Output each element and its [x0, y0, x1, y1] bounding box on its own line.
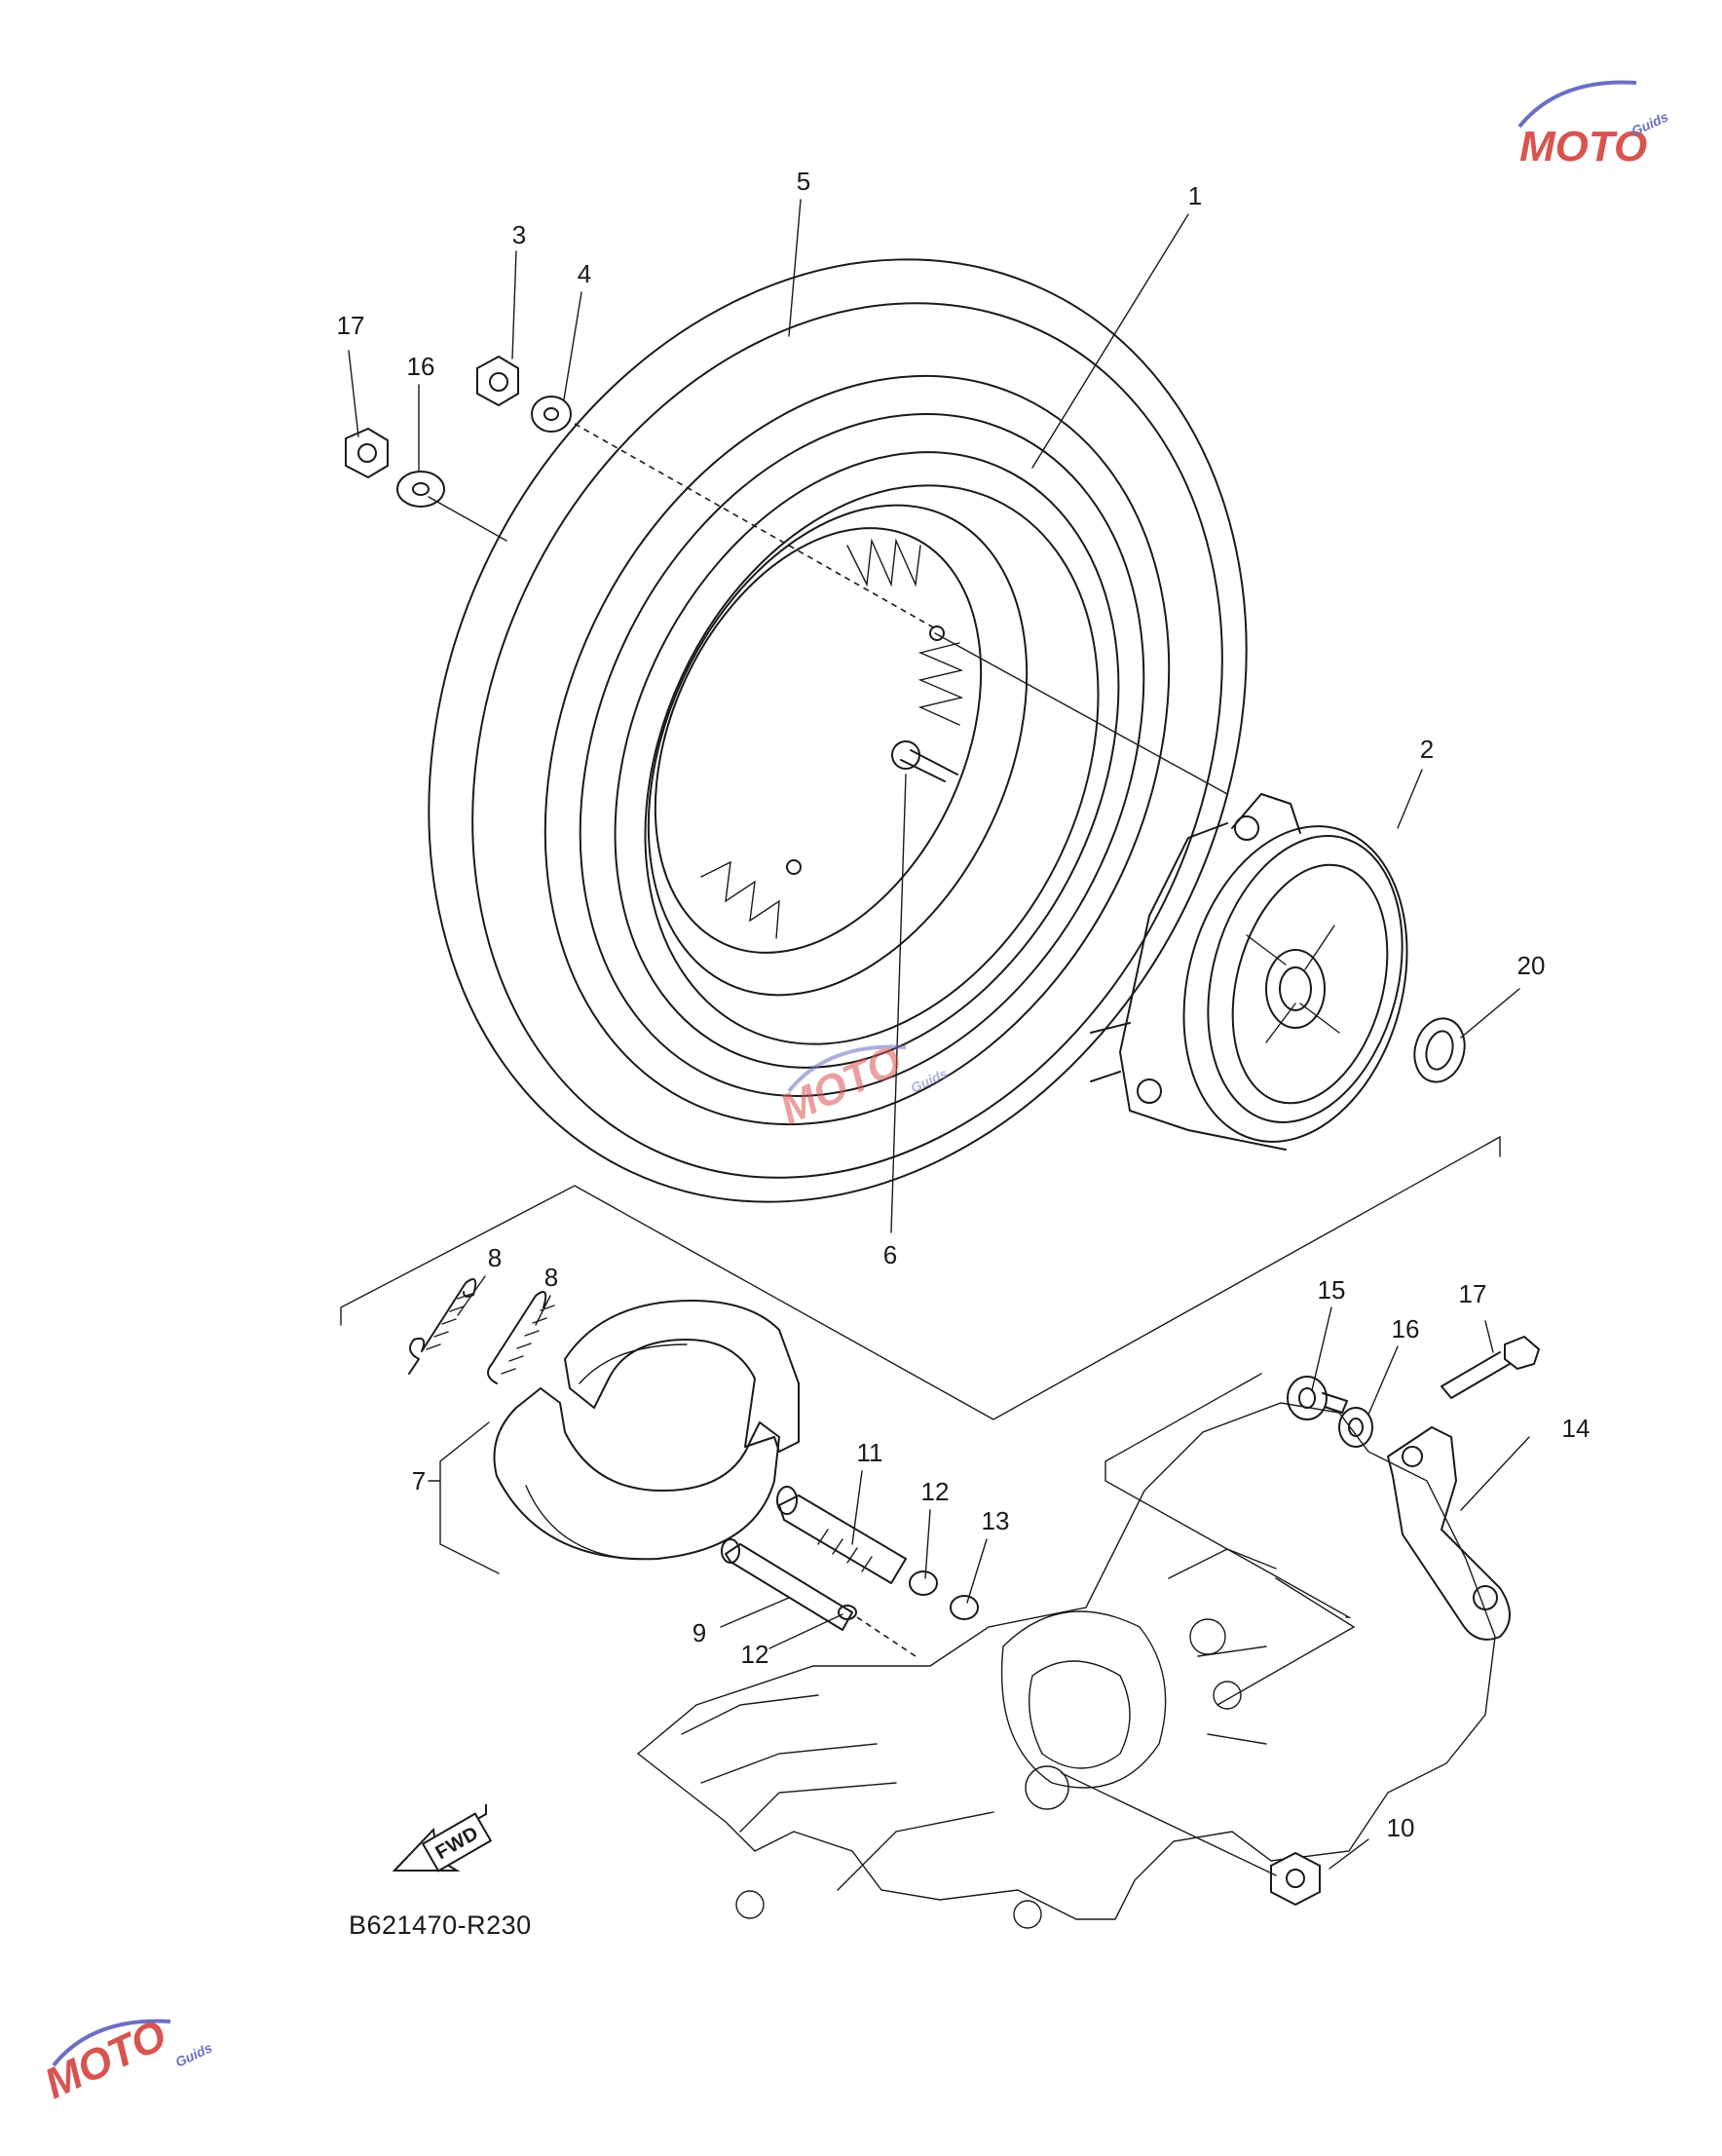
label-12: 11 — [857, 1438, 883, 1467]
label-13b: 13 — [982, 1506, 1010, 1535]
group-brackets — [340, 1135, 1501, 1706]
o-ring-11 — [838, 1605, 857, 1620]
watermark-bottom-left: MOTO Guids — [38, 2011, 215, 2108]
label-11: 12 — [741, 1640, 769, 1669]
label-13a: 12 — [921, 1477, 950, 1506]
label-10: 10 — [1387, 1813, 1415, 1842]
bolt-17 — [1441, 1335, 1541, 1399]
label-15: 15 — [1318, 1275, 1346, 1305]
washer-18 — [396, 471, 445, 508]
label-9: 9 — [693, 1618, 706, 1647]
label-8a: 8 — [488, 1243, 502, 1272]
brake-shoes-7 — [493, 1300, 800, 1561]
watermark-tag: Guids — [909, 1065, 951, 1095]
axis-lines — [428, 423, 1277, 1876]
watermark-tag: Guids — [173, 2039, 215, 2069]
forward-arrow-icon: FWD — [392, 1804, 493, 1872]
watermark-brand: MOTO — [38, 2011, 174, 2108]
washer-16 — [1338, 1407, 1373, 1448]
label-4: 4 — [578, 259, 591, 288]
label-20: 20 — [1517, 951, 1546, 980]
label-6: 6 — [883, 1240, 897, 1269]
watermark-center: MOTO Guids — [773, 1037, 951, 1134]
watermark-top-right: MOTO Guids — [1517, 80, 1671, 170]
label-19: 17 — [337, 311, 365, 340]
label-1: 1 — [1188, 181, 1202, 210]
label-2: 2 — [1420, 735, 1434, 764]
watermark-tag: Guids — [1629, 108, 1671, 138]
spring-8b — [487, 1291, 555, 1384]
part-number-labels: 5 1 3 4 17 16 2 20 6 8 8 7 11 12 13 9 12… — [337, 167, 1591, 1842]
spacer-20 — [1413, 1017, 1466, 1083]
tire-assembly — [428, 258, 1248, 1203]
spring-8a — [408, 1278, 477, 1375]
axle-nut-19 — [345, 427, 389, 479]
o-ring-13b — [950, 1595, 979, 1620]
washer-4 — [531, 396, 572, 433]
hub-assembly — [1090, 793, 1408, 1151]
o-ring-13a — [909, 1570, 938, 1596]
watermark-brand: MOTO — [1519, 123, 1647, 170]
label-16: 16 — [1392, 1314, 1420, 1343]
leader-lines — [348, 199, 1530, 1870]
brake-camshaft-12 — [776, 1486, 907, 1584]
label-8b: 8 — [544, 1263, 558, 1292]
label-18: 16 — [407, 352, 435, 381]
figure-code: B621470-R230 — [349, 1910, 532, 1940]
pin-9 — [721, 1538, 853, 1631]
label-5: 5 — [797, 167, 810, 196]
cam-lever-14 — [1387, 1426, 1511, 1641]
label-17: 17 — [1459, 1279, 1487, 1308]
flange-nut-10 — [1270, 1851, 1321, 1907]
label-7: 7 — [412, 1466, 426, 1495]
label-3: 3 — [512, 220, 526, 249]
label-14: 14 — [1562, 1414, 1591, 1443]
flange-nut-3 — [476, 355, 519, 407]
